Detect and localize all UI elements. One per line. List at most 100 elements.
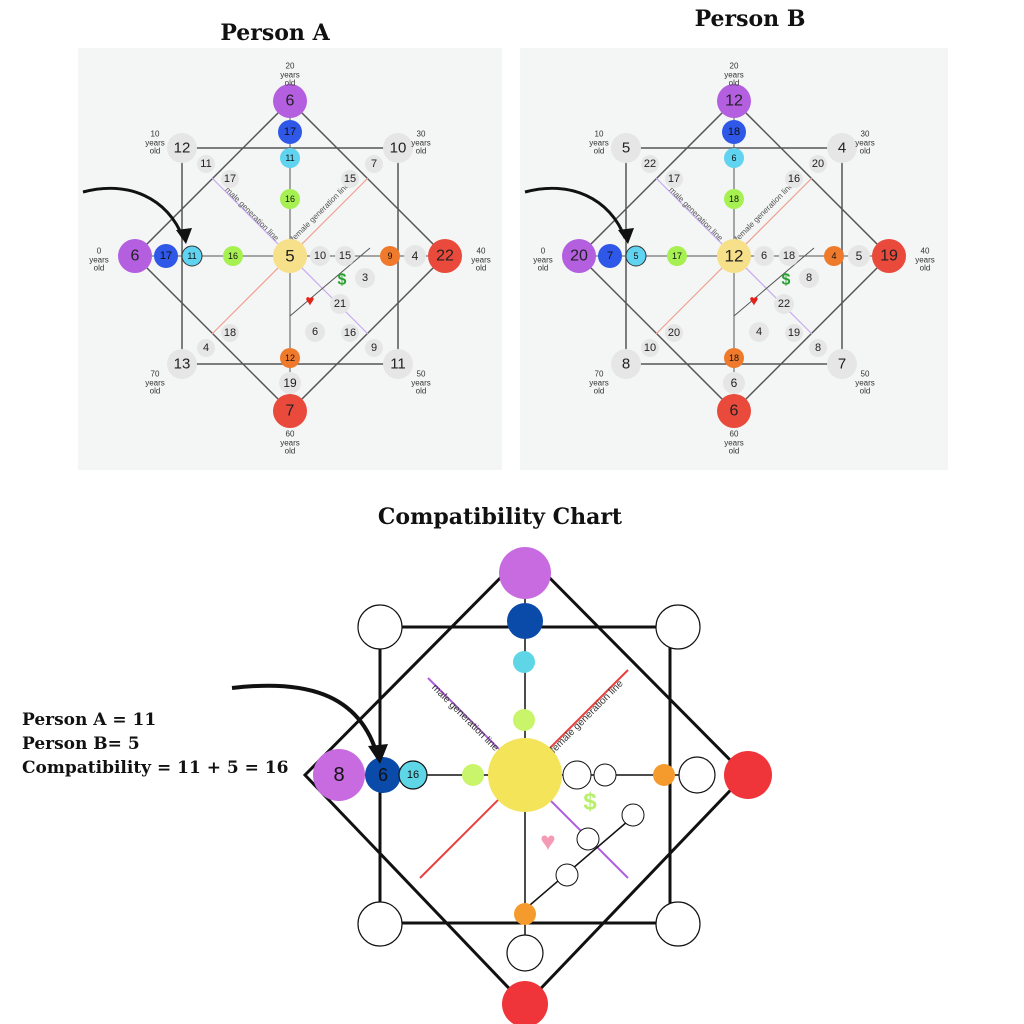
person-b-male-label: male generation line: [667, 185, 725, 243]
person-a-age-3-word2: old: [416, 147, 427, 156]
person-a-age-5-word2: old: [416, 387, 427, 396]
person-a-corner-bl-b-value: 18: [224, 327, 236, 339]
compat-arrow-head: [368, 744, 388, 764]
person-a-corner-tr-b-circle: [341, 170, 359, 188]
compat-bottom-outer-circle: [502, 981, 548, 1024]
compat-arrow-line: [231, 683, 380, 759]
person-a-center-value: 5: [285, 247, 294, 266]
compat-top-outer-circle: [499, 547, 551, 599]
compat-corner-1-circle: [655, 604, 701, 650]
person-a-age-1-word2: old: [150, 147, 161, 156]
person-b-corner-bl-circle: [611, 349, 641, 379]
person-a-left-outer-value: 6: [131, 248, 140, 265]
compat-left-mid-value: 6: [378, 765, 388, 785]
person-b-corner-bl-inner-circle: [641, 339, 659, 357]
person-a-age-0-value: 0: [97, 247, 102, 256]
person-a-corner-bl-inner-circle: [197, 339, 215, 357]
person-a-heart-symbol: ♥: [306, 293, 315, 310]
person-a-c3-circle: [355, 268, 375, 288]
person-a-age-1-word1: years: [145, 139, 165, 148]
person-a-age-0-word2: old: [94, 264, 105, 273]
person-a-corner-tl-inner-value: 11: [200, 158, 211, 170]
person-a-corner-br-circle: [383, 349, 413, 379]
person-b-c2-circle: [779, 246, 799, 266]
compat-female-label: female generation line: [548, 678, 626, 756]
person-b-corner-tl-circle: [611, 133, 641, 163]
person-a-left-outer-circle: [118, 239, 152, 273]
person-b-c3-value: 8: [806, 272, 812, 284]
person-b-age-4-word1: years: [915, 256, 935, 265]
person-b-c3-circle: [799, 268, 819, 288]
person-a-age-6-word2: old: [285, 447, 296, 456]
person-a-top-outer-circle: [273, 84, 307, 118]
person-a-age-4-word2: old: [476, 264, 487, 273]
person-b-age-5-word1: years: [855, 379, 875, 388]
person-a-corner-tl-b-circle: [221, 170, 239, 188]
person-a-corner-bl-b-circle: [221, 324, 239, 342]
person-a-age-5-word1: years: [411, 379, 431, 388]
person-a-right-inner-value: 9: [387, 251, 392, 261]
person-a-title: Person A: [220, 20, 330, 46]
person-b-age-1-value: 10: [595, 130, 604, 139]
person-a-c1-value: 10: [314, 250, 326, 262]
person-b-bottom-inner-value: 18: [729, 353, 739, 363]
person-a-corner-tl-b-value: 17: [224, 173, 236, 185]
person-a-bottom-inner-value: 12: [285, 353, 295, 363]
compat-money-line: [529, 814, 636, 906]
person-a-age-3-value: 30: [417, 130, 426, 139]
person-b-right-mid-circle: [848, 245, 870, 267]
person-b-corner-tr-inner-circle: [809, 155, 827, 173]
person-b-female-label: female generation line: [733, 181, 795, 243]
person-a-bottom-mid-value: 19: [283, 376, 297, 390]
person-b-left-green-value: 17: [672, 251, 682, 261]
person-b-left-green-circle: [667, 246, 687, 266]
person-b-corner-br-b-value: 19: [788, 327, 800, 339]
compat-left-outer-value: 8: [333, 764, 344, 786]
person-a-age-4-value: 40: [477, 247, 486, 256]
person-b-age-3-word2: old: [860, 147, 871, 156]
person-a-age-7-word2: old: [150, 387, 161, 396]
person-b-age-1-word2: old: [594, 147, 605, 156]
person-b-right-inner-circle: [824, 246, 844, 266]
person-a-corner-tr-inner-circle: [365, 155, 383, 173]
person-b-dollar-symbol: $: [782, 272, 791, 289]
compat-c4-circle: [576, 827, 600, 851]
person-b-left-inner-circle: [625, 245, 647, 267]
person-b-bottom-outer-value: 6: [730, 403, 739, 420]
person-a-corner-br-b-value: 16: [344, 327, 356, 339]
person-b-arrow-line: [524, 186, 627, 239]
person-b-top-inner-circle: [724, 148, 744, 168]
person-b-age-2-value: 20: [730, 62, 739, 71]
compat-top-inner-circle: [513, 651, 535, 673]
person-a-corner-tr-value: 10: [390, 140, 407, 157]
person-b-top-inner-value: 6: [731, 153, 736, 163]
person-b-age-3-word1: years: [855, 139, 875, 148]
person-a-corner-br-value: 11: [390, 356, 406, 373]
person-b-corner-br-b-circle: [785, 324, 803, 342]
compat-corner-2-circle: [357, 901, 403, 947]
person-b-top-mid-value: 18: [728, 126, 740, 138]
person-b-age-7-value: 70: [595, 370, 604, 379]
person-a-c1-circle: [310, 246, 330, 266]
person-a-right-inner-circle: [380, 246, 400, 266]
person-b-corner-tr-b-value: 16: [788, 173, 800, 185]
person-a-age-1-value: 10: [151, 130, 160, 139]
compat-top-green-circle: [513, 709, 535, 731]
compat-left-inner-circle: [398, 760, 428, 790]
person-b-corner-tl-b-circle: [665, 170, 683, 188]
person-a-corner-bl-value: 13: [174, 356, 191, 373]
person-b-age-3-value: 30: [861, 130, 870, 139]
person-a-c4-value: 21: [334, 298, 346, 310]
person-b-corner-bl-b-value: 20: [668, 327, 680, 339]
person-a-top-mid-value: 17: [284, 126, 296, 138]
person-b-age-2-word1: years: [724, 71, 744, 80]
person-a-age-3-word1: years: [411, 139, 431, 148]
compat-right-inner-circle: [653, 764, 675, 786]
person-a-left-inner-value: 11: [187, 251, 196, 261]
person-a-top-inner-value: 11: [285, 153, 294, 163]
person-b-left-mid-value: 7: [607, 250, 613, 262]
person-a-left-mid-circle: [154, 244, 178, 268]
person-b-age-4-word2: old: [920, 264, 931, 273]
person-b-right-mid-value: 5: [856, 249, 863, 263]
